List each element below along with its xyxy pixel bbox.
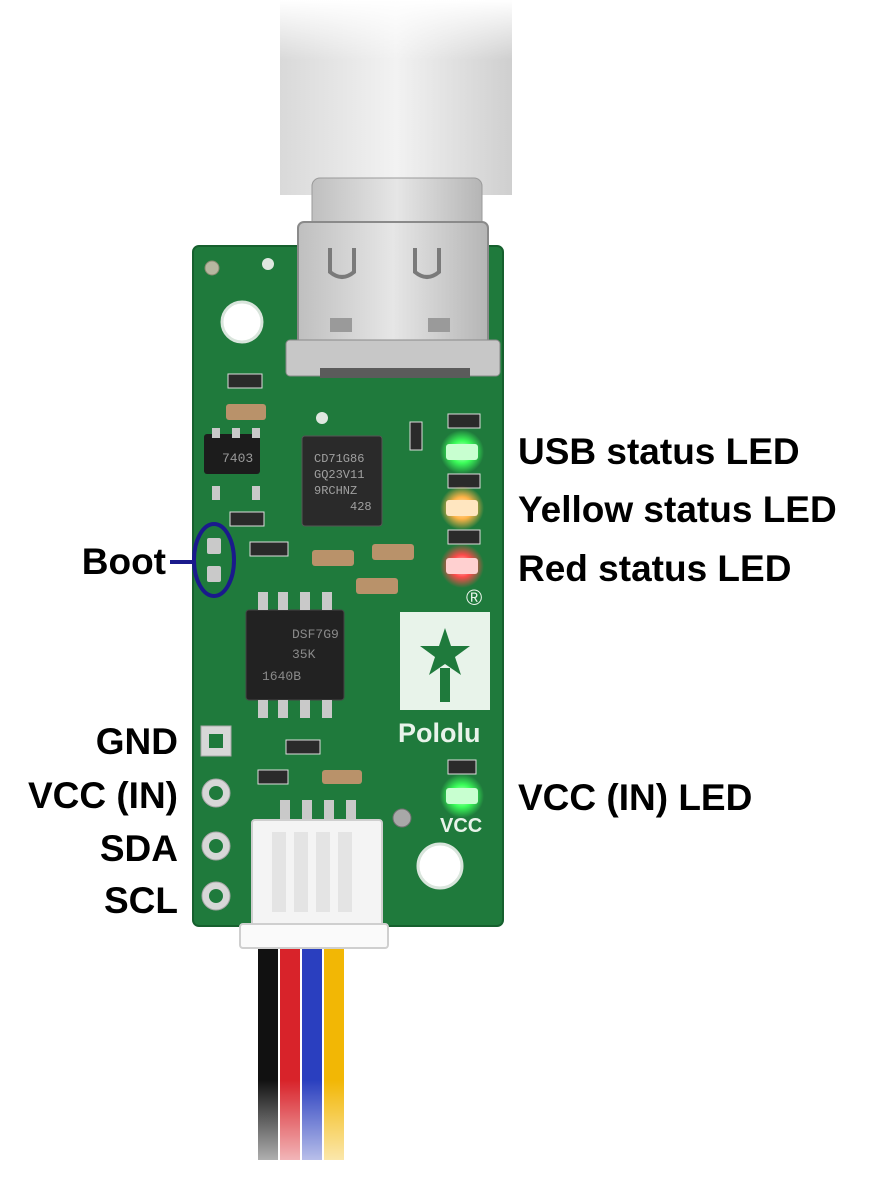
qfn-chip-line: 9RCHNZ: [314, 484, 357, 498]
qfn-chip-line: 428: [350, 500, 372, 514]
wire-bundle: [240, 940, 370, 1200]
soic-chip-line: 35K: [292, 647, 316, 662]
gnd-label: GND: [95, 721, 178, 762]
boot-pad: [207, 538, 221, 554]
scl-label: SCL: [104, 880, 178, 921]
vcc-in-led-label: VCC (IN) LED: [518, 777, 753, 818]
usb-status-led-label: USB status LED: [518, 431, 800, 472]
soic-chip-line: 1640B: [262, 669, 301, 684]
pololu-logo: [400, 612, 490, 710]
sot-chip: [204, 434, 260, 474]
mounting-hole: [220, 300, 264, 344]
usb-status-led: [440, 430, 484, 474]
sot-chip-marking: 7403: [222, 451, 253, 466]
sda-label: SDA: [99, 828, 178, 869]
jst-connector: [239, 800, 389, 949]
vcc-silkscreen: VCC: [440, 815, 482, 837]
pcb: 7403 CD71G86 GQ23V11 9RCHNZ 428: [192, 221, 504, 927]
boot-label: Boot: [81, 541, 166, 582]
soic-chip: [245, 609, 345, 701]
yellow-status-led-label: Yellow status LED: [518, 489, 837, 530]
qfn-chip: [301, 435, 383, 527]
usb-c-receptacle: [285, 221, 501, 378]
boot-pad: [207, 566, 221, 582]
usb-cable: [280, 0, 512, 195]
qfn-chip-line: GQ23V11: [314, 468, 364, 482]
qfn-chip-line: CD71G86: [314, 452, 364, 466]
vcc-in-led: [440, 774, 484, 818]
star-icon: [420, 628, 470, 675]
yellow-status-led: [440, 486, 484, 530]
soic-chip-line: DSF7G9: [292, 627, 339, 642]
boot-indicator: [170, 522, 236, 598]
red-status-led-label: Red status LED: [518, 548, 792, 589]
registered-mark: ®: [466, 585, 482, 610]
vcc-in-label: VCC (IN): [27, 775, 178, 816]
pololu-silkscreen: Pololu: [398, 718, 481, 748]
red-status-led: [440, 544, 484, 588]
mounting-hole: [416, 842, 464, 890]
